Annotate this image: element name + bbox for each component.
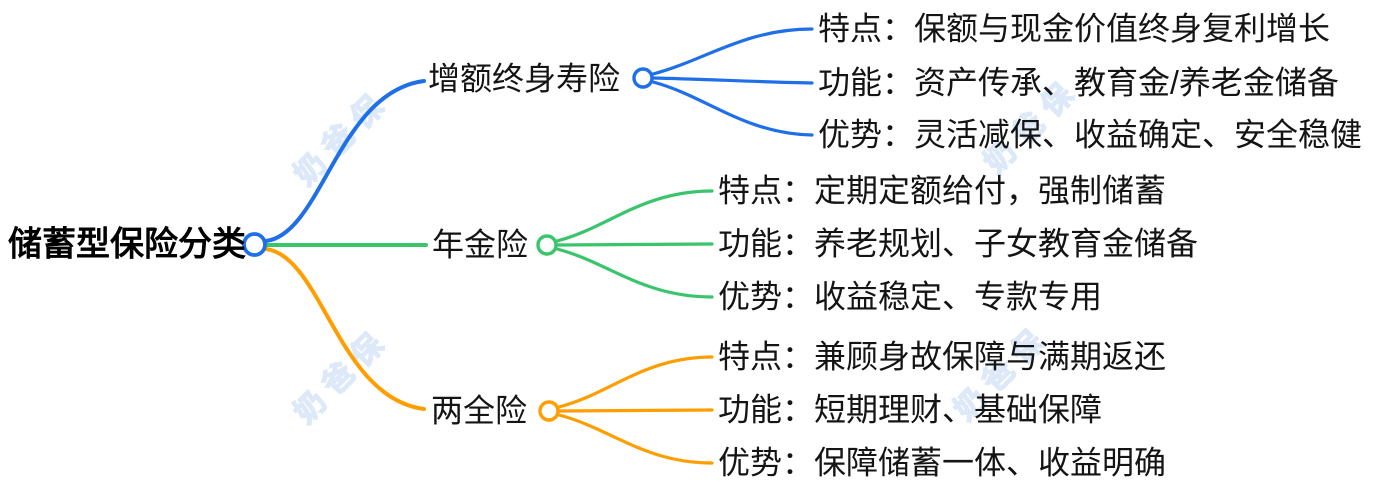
leaf-node-label: 特点：兼顾身故保障与满期返还 [718, 338, 1167, 375]
edge-branch-1-leaf-0 [555, 189, 714, 243]
edge-root-to-branch-2 [264, 247, 426, 411]
leaf-node-label: 功能：养老规划、子女教育金储备 [718, 225, 1199, 262]
branch-2-collapse-handle-icon[interactable] [538, 400, 560, 422]
edge-branch-2-leaf-0 [557, 355, 714, 409]
branch-1-collapse-handle-icon[interactable] [536, 234, 558, 256]
leaf-node-label: 优势：灵活减保、收益确定、安全稳健 [818, 116, 1363, 153]
leaf-node-label: 优势：收益稳定、专款专用 [718, 278, 1103, 315]
edge-branch-2-leaf-1 [557, 408, 714, 413]
leaf-node-label: 功能：资产传承、教育金/养老金储备 [818, 64, 1339, 101]
edge-branch-0-leaf-2 [651, 80, 814, 137]
root-node-label: 储蓄型保险分类 [8, 225, 246, 264]
leaf-node-label: 优势：保障储蓄一体、收益明确 [718, 444, 1167, 481]
leaf-node-label: 功能：短期理财、基础保障 [718, 391, 1103, 428]
edge-branch-1-leaf-1 [555, 242, 714, 247]
edge-root-to-branch-0 [264, 79, 426, 243]
edge-branch-2-leaf-2 [557, 413, 714, 465]
root-collapse-handle-icon[interactable] [242, 232, 267, 257]
leaf-node-label: 特点：定期定额给付，强制储蓄 [718, 172, 1167, 209]
leaf-node-label: 特点：保额与现金价值终身复利增长 [818, 10, 1331, 47]
branch-node-label-0: 增额终身寿险 [428, 60, 621, 97]
edge-branch-0-leaf-0 [651, 27, 814, 76]
edge-branch-1-leaf-2 [555, 247, 714, 299]
branch-0-collapse-handle-icon[interactable] [632, 67, 654, 89]
edge-branch-0-leaf-1 [651, 76, 814, 85]
branch-node-label-2: 两全险 [431, 392, 528, 429]
branch-node-label-1: 年金险 [432, 226, 529, 263]
